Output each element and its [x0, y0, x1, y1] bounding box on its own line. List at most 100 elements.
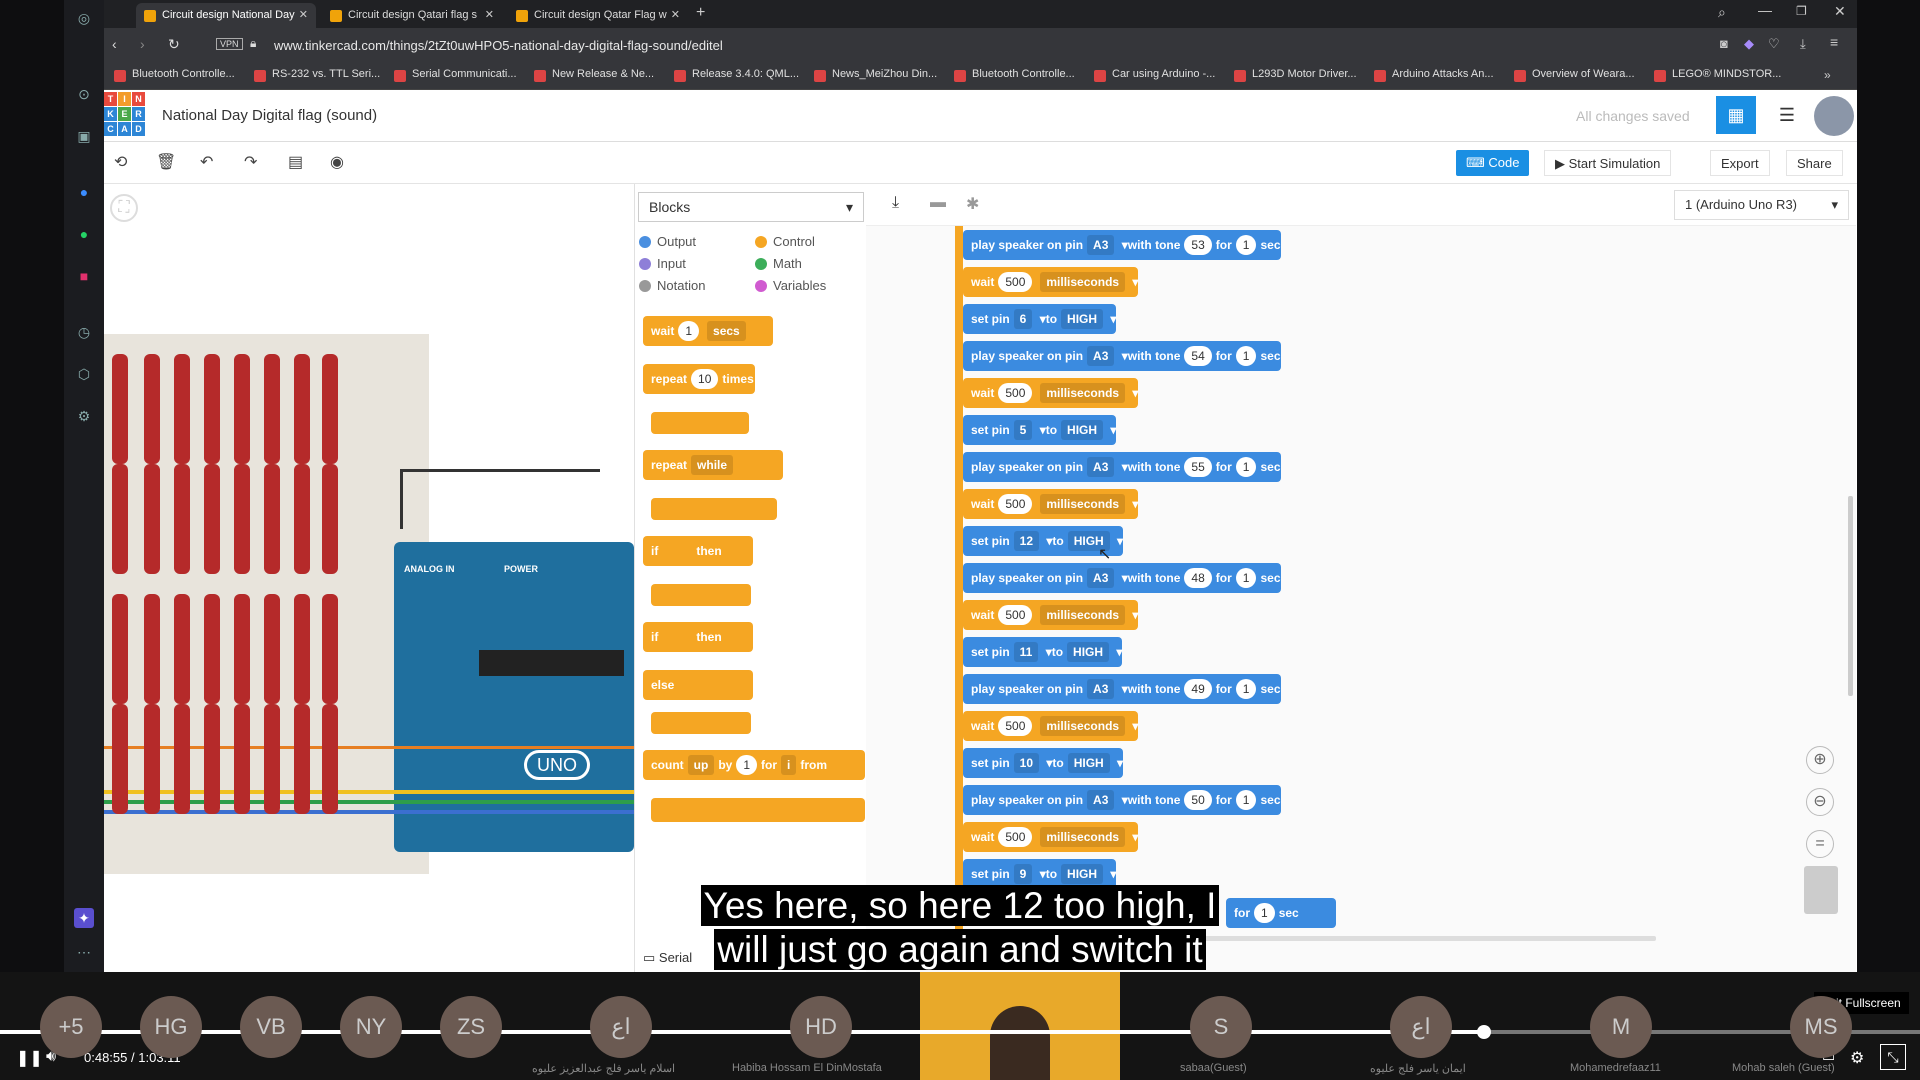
- board-select[interactable]: 1 (Arduino Uno R3)▾: [1674, 190, 1849, 220]
- participant-avatar[interactable]: اع: [1390, 996, 1452, 1058]
- participant-avatar[interactable]: S: [1190, 996, 1252, 1058]
- project-title[interactable]: National Day Digital flag (sound): [162, 107, 378, 124]
- serial-monitor-button[interactable]: ▭ Serial: [643, 950, 693, 965]
- resistor[interactable]: [234, 354, 250, 464]
- history-icon[interactable]: ◷: [77, 324, 91, 340]
- category-notation[interactable]: Notation: [639, 278, 705, 293]
- code-button[interactable]: ⌨ Code: [1456, 150, 1530, 176]
- reload-icon[interactable]: ↻: [168, 36, 180, 52]
- vertical-scrollbar[interactable]: [1848, 496, 1853, 696]
- export-button[interactable]: Export: [1710, 150, 1770, 176]
- rotate-icon[interactable]: ⟲: [114, 154, 128, 171]
- bookmark-item[interactable]: Arduino Attacks An...: [1374, 68, 1494, 82]
- shield-icon[interactable]: ◆: [1744, 36, 1754, 51]
- back-icon[interactable]: ‹: [112, 36, 117, 52]
- resistor[interactable]: [144, 354, 160, 464]
- horizontal-scrollbar[interactable]: [966, 936, 1656, 941]
- resistor[interactable]: [204, 594, 220, 704]
- bookmark-item[interactable]: Bluetooth Controlle...: [954, 68, 1075, 82]
- participant-avatar[interactable]: اع: [590, 996, 652, 1058]
- arduino-uno-board[interactable]: [394, 542, 634, 852]
- bookmark-item[interactable]: Serial Communicati...: [394, 68, 517, 82]
- resistor[interactable]: [294, 464, 310, 574]
- participant-avatar[interactable]: VB: [240, 996, 302, 1058]
- resistor[interactable]: [112, 594, 128, 704]
- resistor[interactable]: [294, 594, 310, 704]
- resistor[interactable]: [112, 704, 128, 814]
- resistor[interactable]: [322, 594, 338, 704]
- resistor[interactable]: [234, 464, 250, 574]
- resistor[interactable]: [174, 464, 190, 574]
- category-math[interactable]: Math: [755, 256, 802, 271]
- bookmark-item[interactable]: RS-232 vs. TTL Seri...: [254, 68, 380, 82]
- circuit-view-icon[interactable]: ▦: [1716, 96, 1756, 134]
- url-field[interactable]: www.tinkercad.com/things/2tZt0uwHPO5-nat…: [274, 38, 723, 53]
- upload-icon[interactable]: ▬: [930, 194, 946, 211]
- bookmark-item[interactable]: New Release & Ne...: [534, 68, 654, 82]
- bookmark-item[interactable]: Bluetooth Controlle...: [114, 68, 235, 82]
- resistor[interactable]: [264, 594, 280, 704]
- resistor[interactable]: [264, 354, 280, 464]
- tab-qatari-flag[interactable]: Circuit design Qatari flag s✕: [322, 3, 502, 28]
- resistor[interactable]: [204, 704, 220, 814]
- presenter-video[interactable]: [920, 972, 1120, 1080]
- participant-avatar[interactable]: M: [1590, 996, 1652, 1058]
- menu-icon[interactable]: ≡: [1830, 34, 1839, 50]
- share-button[interactable]: Share: [1786, 150, 1843, 176]
- resistor[interactable]: [294, 354, 310, 464]
- participant-avatar[interactable]: +5: [40, 996, 102, 1058]
- resistor[interactable]: [234, 704, 250, 814]
- camera-icon[interactable]: ◙: [1720, 36, 1728, 51]
- resistor[interactable]: [144, 464, 160, 574]
- box-icon[interactable]: ⬡: [77, 366, 91, 382]
- restore-icon[interactable]: ❐: [1796, 4, 1807, 18]
- resistor[interactable]: [264, 704, 280, 814]
- browser-logo-icon[interactable]: ◎: [77, 10, 91, 26]
- resistor[interactable]: [174, 704, 190, 814]
- download-icon[interactable]: ⤓: [1800, 36, 1806, 51]
- whatsapp-icon[interactable]: ●: [79, 226, 89, 242]
- wire[interactable]: [400, 469, 403, 529]
- participant-avatar[interactable]: NY: [340, 996, 402, 1058]
- bookmark-item[interactable]: Car using Arduino -...: [1094, 68, 1215, 82]
- forward-icon[interactable]: ›: [140, 36, 145, 52]
- zoom-reset-icon[interactable]: =: [1806, 830, 1834, 858]
- zoom-in-icon[interactable]: ⊕: [1806, 746, 1834, 774]
- resistor[interactable]: [322, 704, 338, 814]
- debug-icon[interactable]: ✱: [966, 196, 980, 213]
- close-tab-icon[interactable]: ✕: [484, 9, 494, 21]
- zoom-out-icon[interactable]: ⊖: [1806, 788, 1834, 816]
- resistor[interactable]: [264, 464, 280, 574]
- resistor[interactable]: [204, 464, 220, 574]
- undo-icon[interactable]: ↶: [200, 154, 214, 171]
- new-tab-icon[interactable]: +: [696, 4, 706, 21]
- bookmark-item[interactable]: News_MeiZhou Din...: [814, 68, 937, 82]
- instagram-icon[interactable]: ■: [79, 268, 89, 284]
- category-variables[interactable]: Variables: [755, 278, 826, 293]
- category-output[interactable]: Output: [639, 234, 696, 249]
- wire[interactable]: [104, 746, 634, 749]
- user-avatar[interactable]: [1814, 96, 1854, 136]
- category-input[interactable]: Input: [639, 256, 686, 271]
- bookmark-item[interactable]: LEGO® MINDSTOR...: [1654, 68, 1781, 82]
- participant-avatar[interactable]: MS: [1790, 996, 1852, 1058]
- more-bookmarks-icon[interactable]: »: [1824, 68, 1831, 82]
